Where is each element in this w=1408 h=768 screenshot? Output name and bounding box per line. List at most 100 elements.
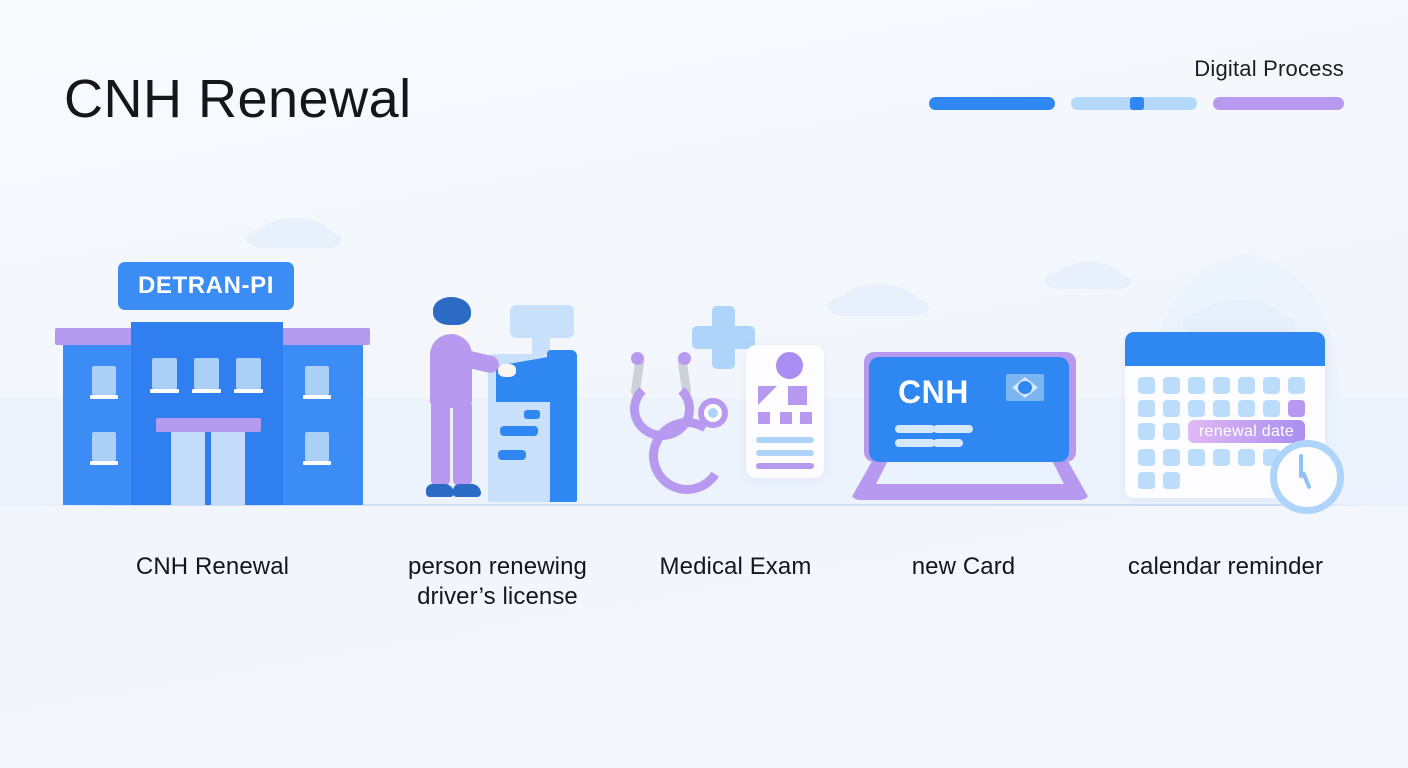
calendar-cell bbox=[1188, 400, 1205, 417]
calendar-cell bbox=[1188, 449, 1205, 466]
building-window-sill bbox=[90, 395, 118, 399]
calendar-header bbox=[1125, 332, 1325, 366]
building-window-sill bbox=[303, 395, 331, 399]
illustration-person-kiosk bbox=[420, 290, 590, 505]
kiosk-neck bbox=[532, 335, 550, 355]
document-avatar bbox=[776, 352, 803, 379]
building-window-sill bbox=[192, 389, 221, 393]
calendar-cell bbox=[1213, 377, 1230, 394]
progress-bar-upcoming[interactable] bbox=[1213, 97, 1344, 110]
person-leg bbox=[431, 402, 450, 486]
caption-kiosk-line1: person renewing bbox=[408, 553, 587, 580]
calendar-cell-highlighted[interactable] bbox=[1288, 400, 1305, 417]
building-window bbox=[305, 366, 329, 395]
building-window-sill bbox=[303, 461, 331, 465]
calendar-cell bbox=[1238, 377, 1255, 394]
brazil-flag-globe bbox=[1018, 381, 1032, 394]
calendar-cell bbox=[1138, 423, 1155, 440]
caption-calendar: calendar reminder bbox=[1098, 552, 1353, 582]
calendar-cell bbox=[1163, 423, 1180, 440]
clock-hand-minute bbox=[1299, 454, 1303, 478]
calendar-cell bbox=[1238, 400, 1255, 417]
cloud-icon bbox=[827, 284, 929, 316]
stethoscope-tube bbox=[630, 378, 694, 440]
caption-medical-label: Medical Exam bbox=[659, 553, 812, 580]
building-roof-right bbox=[277, 328, 370, 345]
card-data-line bbox=[895, 439, 935, 447]
progress-bar-filled[interactable] bbox=[929, 97, 1055, 110]
document-shape bbox=[788, 386, 807, 405]
progress-marker bbox=[1130, 97, 1145, 110]
cloud-icon bbox=[1181, 300, 1297, 334]
ground-line bbox=[40, 504, 1368, 506]
stethoscope-tip bbox=[631, 352, 644, 365]
building-window bbox=[152, 358, 177, 389]
caption-building: CNH Renewal bbox=[85, 552, 340, 582]
building-window-sill bbox=[150, 389, 179, 393]
building-sign: DETRAN-PI bbox=[118, 262, 294, 310]
illustration-card: CNH bbox=[850, 352, 1090, 504]
calendar-cell bbox=[1163, 377, 1180, 394]
building-window-sill bbox=[234, 389, 263, 393]
calendar-cell bbox=[1213, 400, 1230, 417]
calendar-cell bbox=[1238, 449, 1255, 466]
card-title: CNH bbox=[898, 374, 969, 410]
legend: Digital Process bbox=[929, 56, 1344, 110]
document-text-line bbox=[756, 463, 814, 469]
page-title: CNH Renewal bbox=[64, 69, 412, 129]
person-hand bbox=[498, 364, 516, 377]
cloud-icon bbox=[1045, 262, 1132, 289]
calendar-cell bbox=[1138, 449, 1155, 466]
card-stand-inner bbox=[876, 462, 1064, 484]
document-shape bbox=[758, 412, 770, 424]
document-shape bbox=[800, 412, 812, 424]
document-shape bbox=[780, 412, 792, 424]
kiosk-top-panel bbox=[510, 305, 574, 338]
kiosk-button[interactable] bbox=[500, 426, 538, 436]
card-data-line bbox=[895, 425, 935, 433]
progress-bar-current[interactable] bbox=[1071, 97, 1197, 110]
calendar-cell bbox=[1188, 377, 1205, 394]
building-roof-left bbox=[55, 328, 153, 345]
calendar-cell bbox=[1288, 377, 1305, 394]
person-leg bbox=[453, 402, 472, 486]
caption-card-label: new Card bbox=[911, 553, 1016, 580]
caption-card: new Card bbox=[865, 552, 1062, 582]
building-door-lintel bbox=[156, 418, 261, 432]
calendar-cell bbox=[1213, 449, 1230, 466]
caption-medical: Medical Exam bbox=[628, 552, 843, 582]
calendar-cell bbox=[1138, 377, 1155, 394]
cloud-icon bbox=[246, 218, 343, 248]
medical-cross-icon bbox=[692, 326, 755, 349]
renewal-date-banner[interactable]: renewal date bbox=[1188, 420, 1305, 443]
building-window bbox=[236, 358, 261, 389]
building-window bbox=[92, 432, 116, 461]
caption-kiosk: person renewing driver’s license bbox=[375, 552, 620, 612]
caption-kiosk-line2: driver’s license bbox=[417, 583, 578, 610]
caption-calendar-label: calendar reminder bbox=[1127, 553, 1324, 580]
calendar-cell bbox=[1163, 472, 1180, 489]
illustration-calendar: renewal date bbox=[1125, 332, 1344, 514]
building-window bbox=[194, 358, 219, 389]
person-hair bbox=[433, 297, 471, 325]
card-data-line bbox=[933, 439, 963, 447]
stethoscope-bell-center bbox=[708, 408, 718, 418]
person-torso bbox=[430, 334, 472, 408]
card-data-line bbox=[933, 425, 973, 433]
building-window bbox=[92, 366, 116, 395]
legend-label: Digital Process bbox=[1194, 56, 1344, 81]
document-text-line bbox=[756, 437, 814, 443]
progress-bars bbox=[929, 97, 1344, 110]
building-core bbox=[131, 322, 283, 505]
person-shoe bbox=[426, 484, 454, 497]
caption-building-label: CNH Renewal bbox=[135, 553, 290, 580]
stethoscope-tip bbox=[678, 352, 691, 365]
calendar-cell bbox=[1163, 400, 1180, 417]
calendar-cell bbox=[1138, 400, 1155, 417]
kiosk-card-slot bbox=[524, 410, 540, 419]
illustration-medical bbox=[628, 300, 833, 502]
calendar-cell bbox=[1163, 449, 1180, 466]
person-shoe bbox=[453, 484, 481, 497]
kiosk-button[interactable] bbox=[498, 450, 526, 460]
